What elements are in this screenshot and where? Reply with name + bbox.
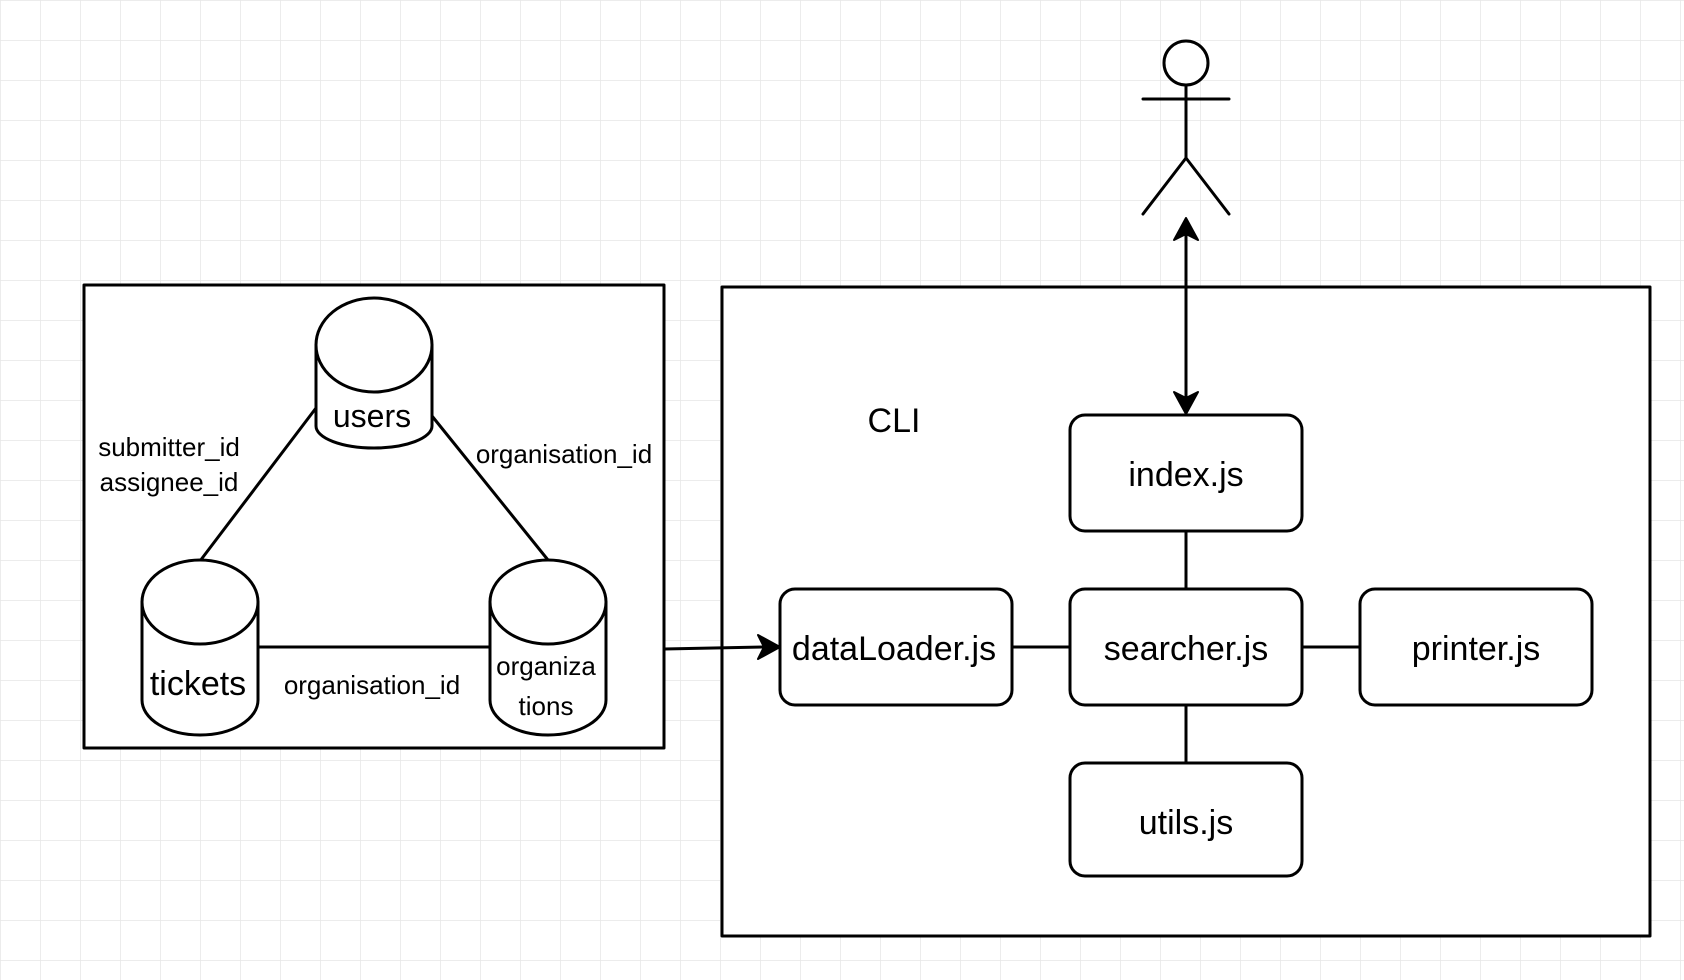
dataloader-js-label: dataLoader.js <box>792 630 996 668</box>
arrow-database-to-dataloader[interactable] <box>662 645 766 651</box>
arrowhead-up-actor <box>1173 217 1199 241</box>
printer-js-label: printer.js <box>1412 630 1541 668</box>
utils-js-label: utils.js <box>1139 804 1233 842</box>
organizations-db-label-line2: tions <box>519 691 574 721</box>
arrowhead-dataloader <box>757 634 781 660</box>
edge-users-tickets-label-line1: submitter_id <box>98 432 240 462</box>
users-database-icon[interactable] <box>314 296 434 450</box>
organizations-db-label-line1: organiza <box>496 651 596 681</box>
arrowhead-down-index <box>1173 391 1199 415</box>
edge-tickets-organizations-label: organisation_id <box>284 670 460 700</box>
searcher-js-box[interactable] <box>1068 587 1304 707</box>
edge-users-tickets[interactable] <box>198 406 318 563</box>
printer-js-box[interactable] <box>1358 587 1594 707</box>
cli-title: CLI <box>868 402 921 440</box>
tickets-db-label: tickets <box>150 665 246 703</box>
utils-js-box[interactable] <box>1068 761 1304 878</box>
searcher-js-label: searcher.js <box>1104 630 1268 668</box>
stick-figure-user-icon[interactable] <box>1141 39 1231 216</box>
organizations-database-icon[interactable] <box>488 558 608 737</box>
users-db-label: users <box>333 398 411 434</box>
index-js-label: index.js <box>1128 456 1243 494</box>
edge-users-tickets-label-line2: assignee_id <box>100 467 239 497</box>
edge-users-organizations[interactable] <box>430 414 550 562</box>
tickets-database-icon[interactable] <box>140 558 260 737</box>
edge-users-organizations-label: organisation_id <box>476 439 652 469</box>
